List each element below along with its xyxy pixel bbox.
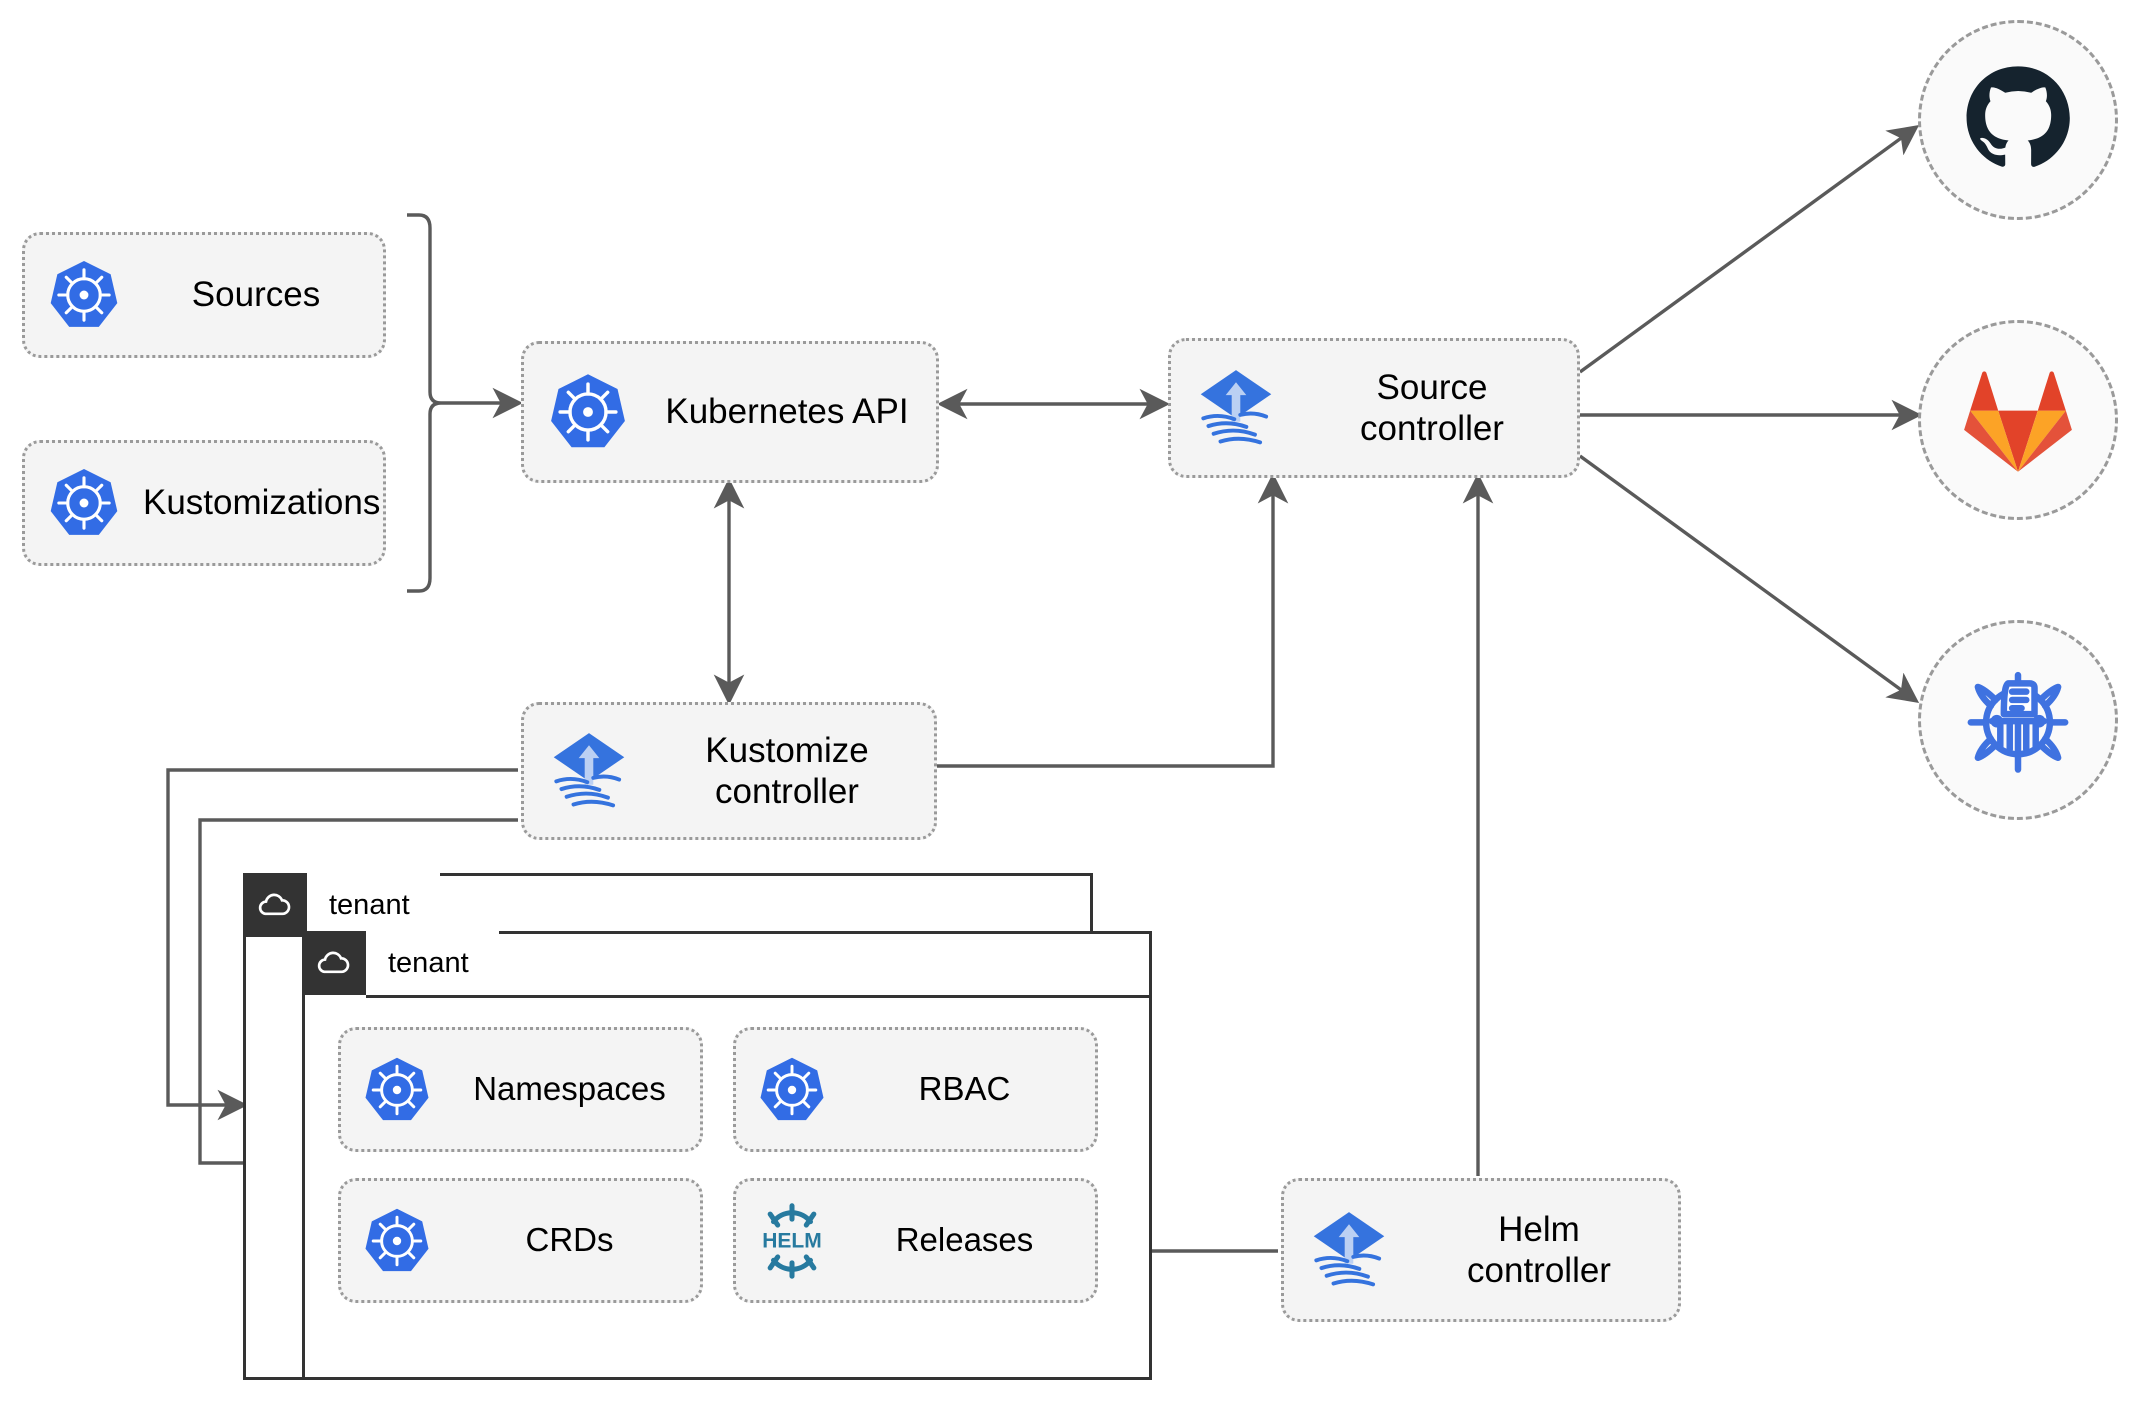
node-label: Kubernetes API <box>665 392 909 432</box>
gitlab-icon <box>1964 371 2072 472</box>
node-crds[interactable]: CRDs <box>338 1178 703 1303</box>
node-label: RBAC <box>918 1070 1011 1108</box>
node-kustomizations[interactable]: Kustomizations <box>22 440 386 566</box>
github-icon <box>1966 66 2070 167</box>
node-label: CRDs <box>525 1221 614 1259</box>
node-sources[interactable]: Sources <box>22 232 386 358</box>
node-rbac[interactable]: RBAC <box>733 1027 1098 1152</box>
node-label: Sources <box>191 275 321 315</box>
kubernetes-icon <box>524 371 652 453</box>
provider-gitlab[interactable] <box>1918 320 2118 520</box>
node-label: Kustomize controller <box>705 730 869 811</box>
cloud-icon <box>302 931 366 995</box>
node-releases[interactable]: HELM Releases <box>733 1178 1098 1303</box>
provider-helm-repository[interactable] <box>1918 620 2118 820</box>
kubernetes-icon <box>736 1055 848 1125</box>
node-label: Kustomizations <box>143 483 381 523</box>
node-kustomize-controller[interactable]: Kustomize controller <box>521 702 937 840</box>
node-label: Releases <box>895 1221 1034 1259</box>
flux-icon <box>524 728 654 814</box>
tenant-titlebar: tenant <box>243 873 440 937</box>
node-label: Helm controller <box>1467 1209 1611 1290</box>
node-namespaces[interactable]: Namespaces <box>338 1027 703 1152</box>
edge-inputs-bracket <box>407 213 442 593</box>
kubernetes-icon <box>25 466 143 540</box>
node-helm-controller[interactable]: Helm controller <box>1281 1178 1681 1322</box>
tenant-window-2[interactable]: tenant <box>302 931 1152 1380</box>
edge-kustomize-to-source <box>937 472 1289 768</box>
svg-text:HELM: HELM <box>762 1229 822 1252</box>
provider-github[interactable] <box>1918 20 2118 220</box>
edge-source-to-github <box>1578 124 1920 374</box>
tenant-label: tenant <box>307 873 440 937</box>
kubernetes-icon <box>25 258 143 332</box>
tenant-titlebar: tenant <box>302 931 499 995</box>
node-label: Namespaces <box>473 1070 666 1108</box>
tenant-label: tenant <box>366 931 499 995</box>
helm-icon: HELM <box>736 1199 848 1283</box>
cloud-icon <box>243 873 307 937</box>
kubernetes-icon <box>341 1055 453 1125</box>
tenant-titlebar-divider <box>366 995 1152 998</box>
helm-repository-icon <box>1967 671 2069 773</box>
flux-icon <box>1284 1207 1414 1293</box>
node-source-controller[interactable]: Source controller <box>1168 338 1580 478</box>
node-label: Source controller <box>1360 367 1504 448</box>
node-kubernetes-api[interactable]: Kubernetes API <box>521 341 939 483</box>
edge-source-to-helmrepo <box>1578 454 1920 704</box>
kubernetes-icon <box>341 1206 453 1276</box>
flux-icon <box>1171 365 1301 451</box>
